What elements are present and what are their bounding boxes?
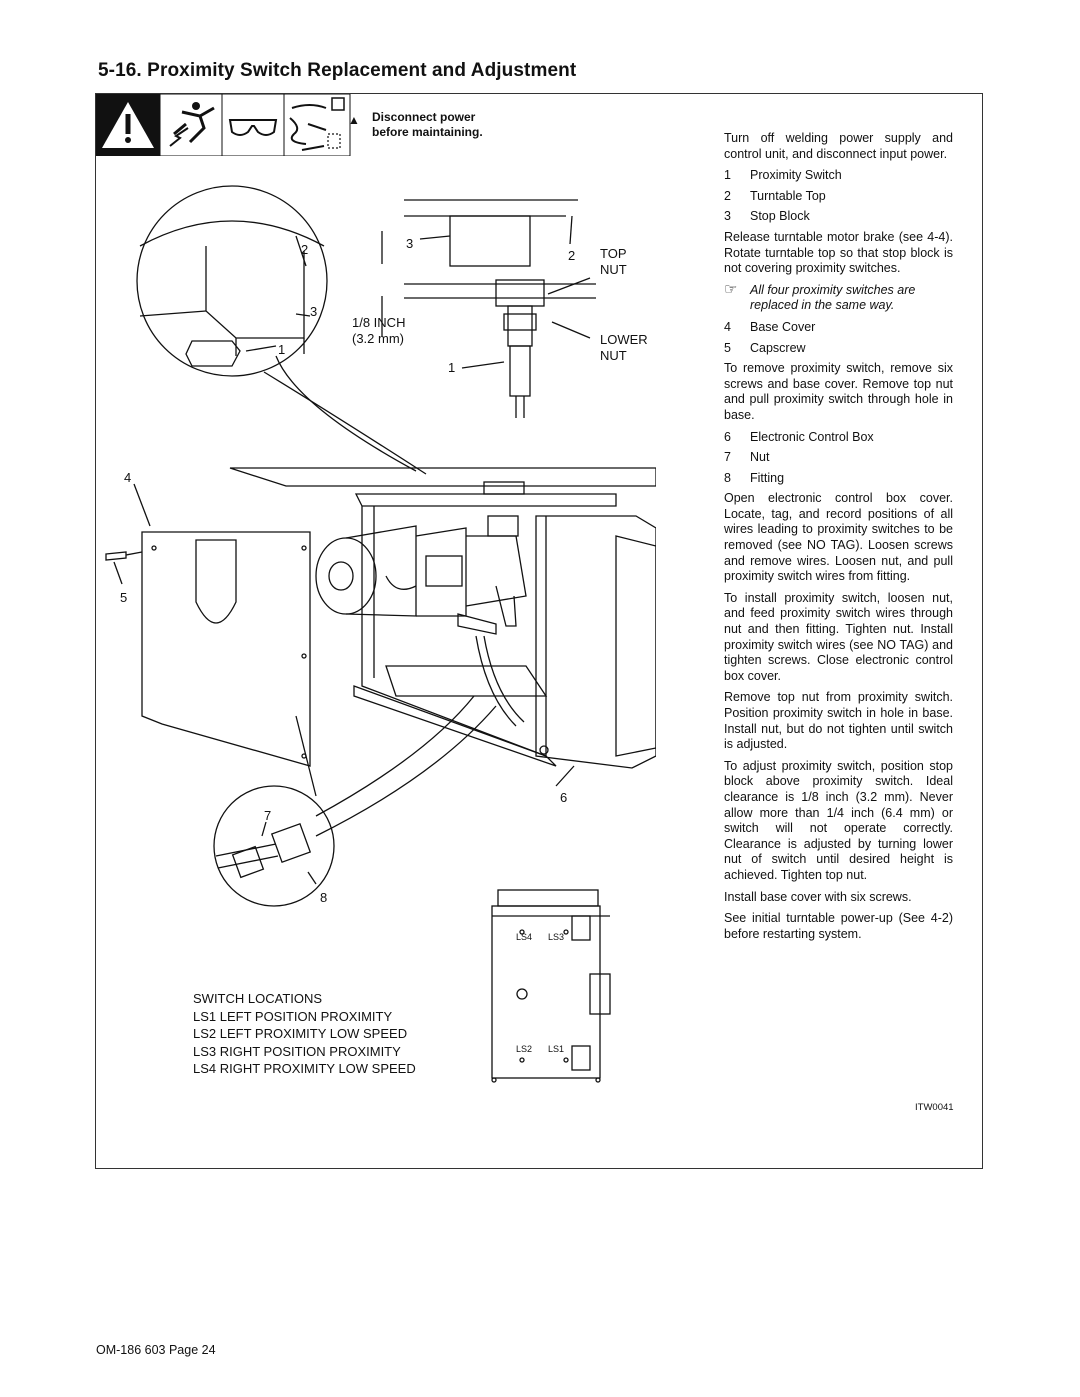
switch-location-item: LS2 LEFT PROXIMITY LOW SPEED xyxy=(193,1026,408,1041)
ls4-label: LS4 xyxy=(516,932,532,942)
switch-location-item: LS1 LEFT POSITION PROXIMITY xyxy=(193,1008,393,1024)
lower-nut-label-1: LOWER xyxy=(600,332,648,347)
hazard-icon xyxy=(283,94,351,156)
callout-1-detail: 1 xyxy=(278,342,285,357)
callout-3-detail: 3 xyxy=(310,304,317,319)
ls3-label: LS3 xyxy=(548,932,564,942)
callout-2-schematic: 2 xyxy=(568,248,575,263)
switch-locations: SWITCH LOCATIONS LS1 LEFT POSITION PROXI… xyxy=(193,990,416,1078)
instruction-paragraph: Remove top nut from proximity switch. Po… xyxy=(724,690,953,752)
page-footer: OM-186 603 Page 24 xyxy=(96,1343,216,1357)
instruction-paragraph: To install proximity switch, loosen nut,… xyxy=(724,590,953,683)
callout-4: 4 xyxy=(124,470,131,485)
instruction-paragraph: Open electronic control box cover. Locat… xyxy=(724,491,953,584)
note-text: All four proximity switches are replaced… xyxy=(750,282,916,313)
gap-label-1: 1/8 INCH xyxy=(352,315,405,330)
proximity-switch-illustration: 2 3 1 3 2 TOP NUT 1/8 INCH (3.2 mm) LOWE… xyxy=(105,185,656,1083)
figure-code: ITW0041 xyxy=(915,1102,954,1113)
warning-triangle-small-icon: ▲ xyxy=(348,113,360,127)
instruction-paragraph: To remove proximity switch, remove six s… xyxy=(724,361,953,422)
top-nut-label-1: TOP xyxy=(600,246,627,261)
callout-5: 5 xyxy=(120,590,127,605)
switch-locations-heading: SWITCH LOCATIONS xyxy=(193,991,323,1006)
callout-1-schematic: 1 xyxy=(448,360,455,375)
electric-shock-icon xyxy=(159,94,223,156)
instruction-paragraph: To adjust proximity switch, position sto… xyxy=(724,758,953,882)
switch-location-item: LS4 RIGHT PROXIMITY LOW SPEED xyxy=(193,1061,416,1076)
callout-2-detail: 2 xyxy=(301,242,308,257)
instruction-paragraph: See initial turntable power-up (See 4-2)… xyxy=(724,911,953,941)
note: ☞ All four proximity switches are replac… xyxy=(724,280,953,314)
safety-icon-strip xyxy=(96,94,351,156)
callout-7: 7 xyxy=(264,808,271,823)
ls1-label: LS1 xyxy=(548,1044,564,1054)
callout-3-schematic: 3 xyxy=(406,236,413,251)
gap-label-2: (3.2 mm) xyxy=(352,331,404,346)
content-frame xyxy=(95,93,983,1169)
page-title: 5-16. Proximity Switch Replacement and A… xyxy=(98,60,577,81)
safety-glasses-icon xyxy=(221,94,285,156)
switch-location-item: LS3 RIGHT POSITION PROXIMITY xyxy=(193,1043,401,1059)
warning-line-1: Disconnect power xyxy=(372,110,476,124)
instruction-paragraph: Turn off welding power supply and contro… xyxy=(724,131,953,161)
warning-line-2: before maintaining. xyxy=(372,125,483,139)
lower-nut-label-2: NUT xyxy=(600,348,627,363)
ls2-label: LS2 xyxy=(516,1044,532,1054)
callout-8: 8 xyxy=(320,890,327,905)
instruction-paragraph: Install base cover with six screws. xyxy=(724,889,912,904)
instruction-paragraph: Release turntable motor brake (see 4-4).… xyxy=(724,229,953,276)
instructions-column: Turn off welding power supply and contro… xyxy=(724,131,953,948)
callout-6: 6 xyxy=(560,790,567,805)
pointing-hand-icon: ☞ xyxy=(724,280,738,298)
top-nut-label-2: NUT xyxy=(600,262,627,277)
warning-text: ▲ Disconnect power before maintaining. xyxy=(348,110,483,140)
